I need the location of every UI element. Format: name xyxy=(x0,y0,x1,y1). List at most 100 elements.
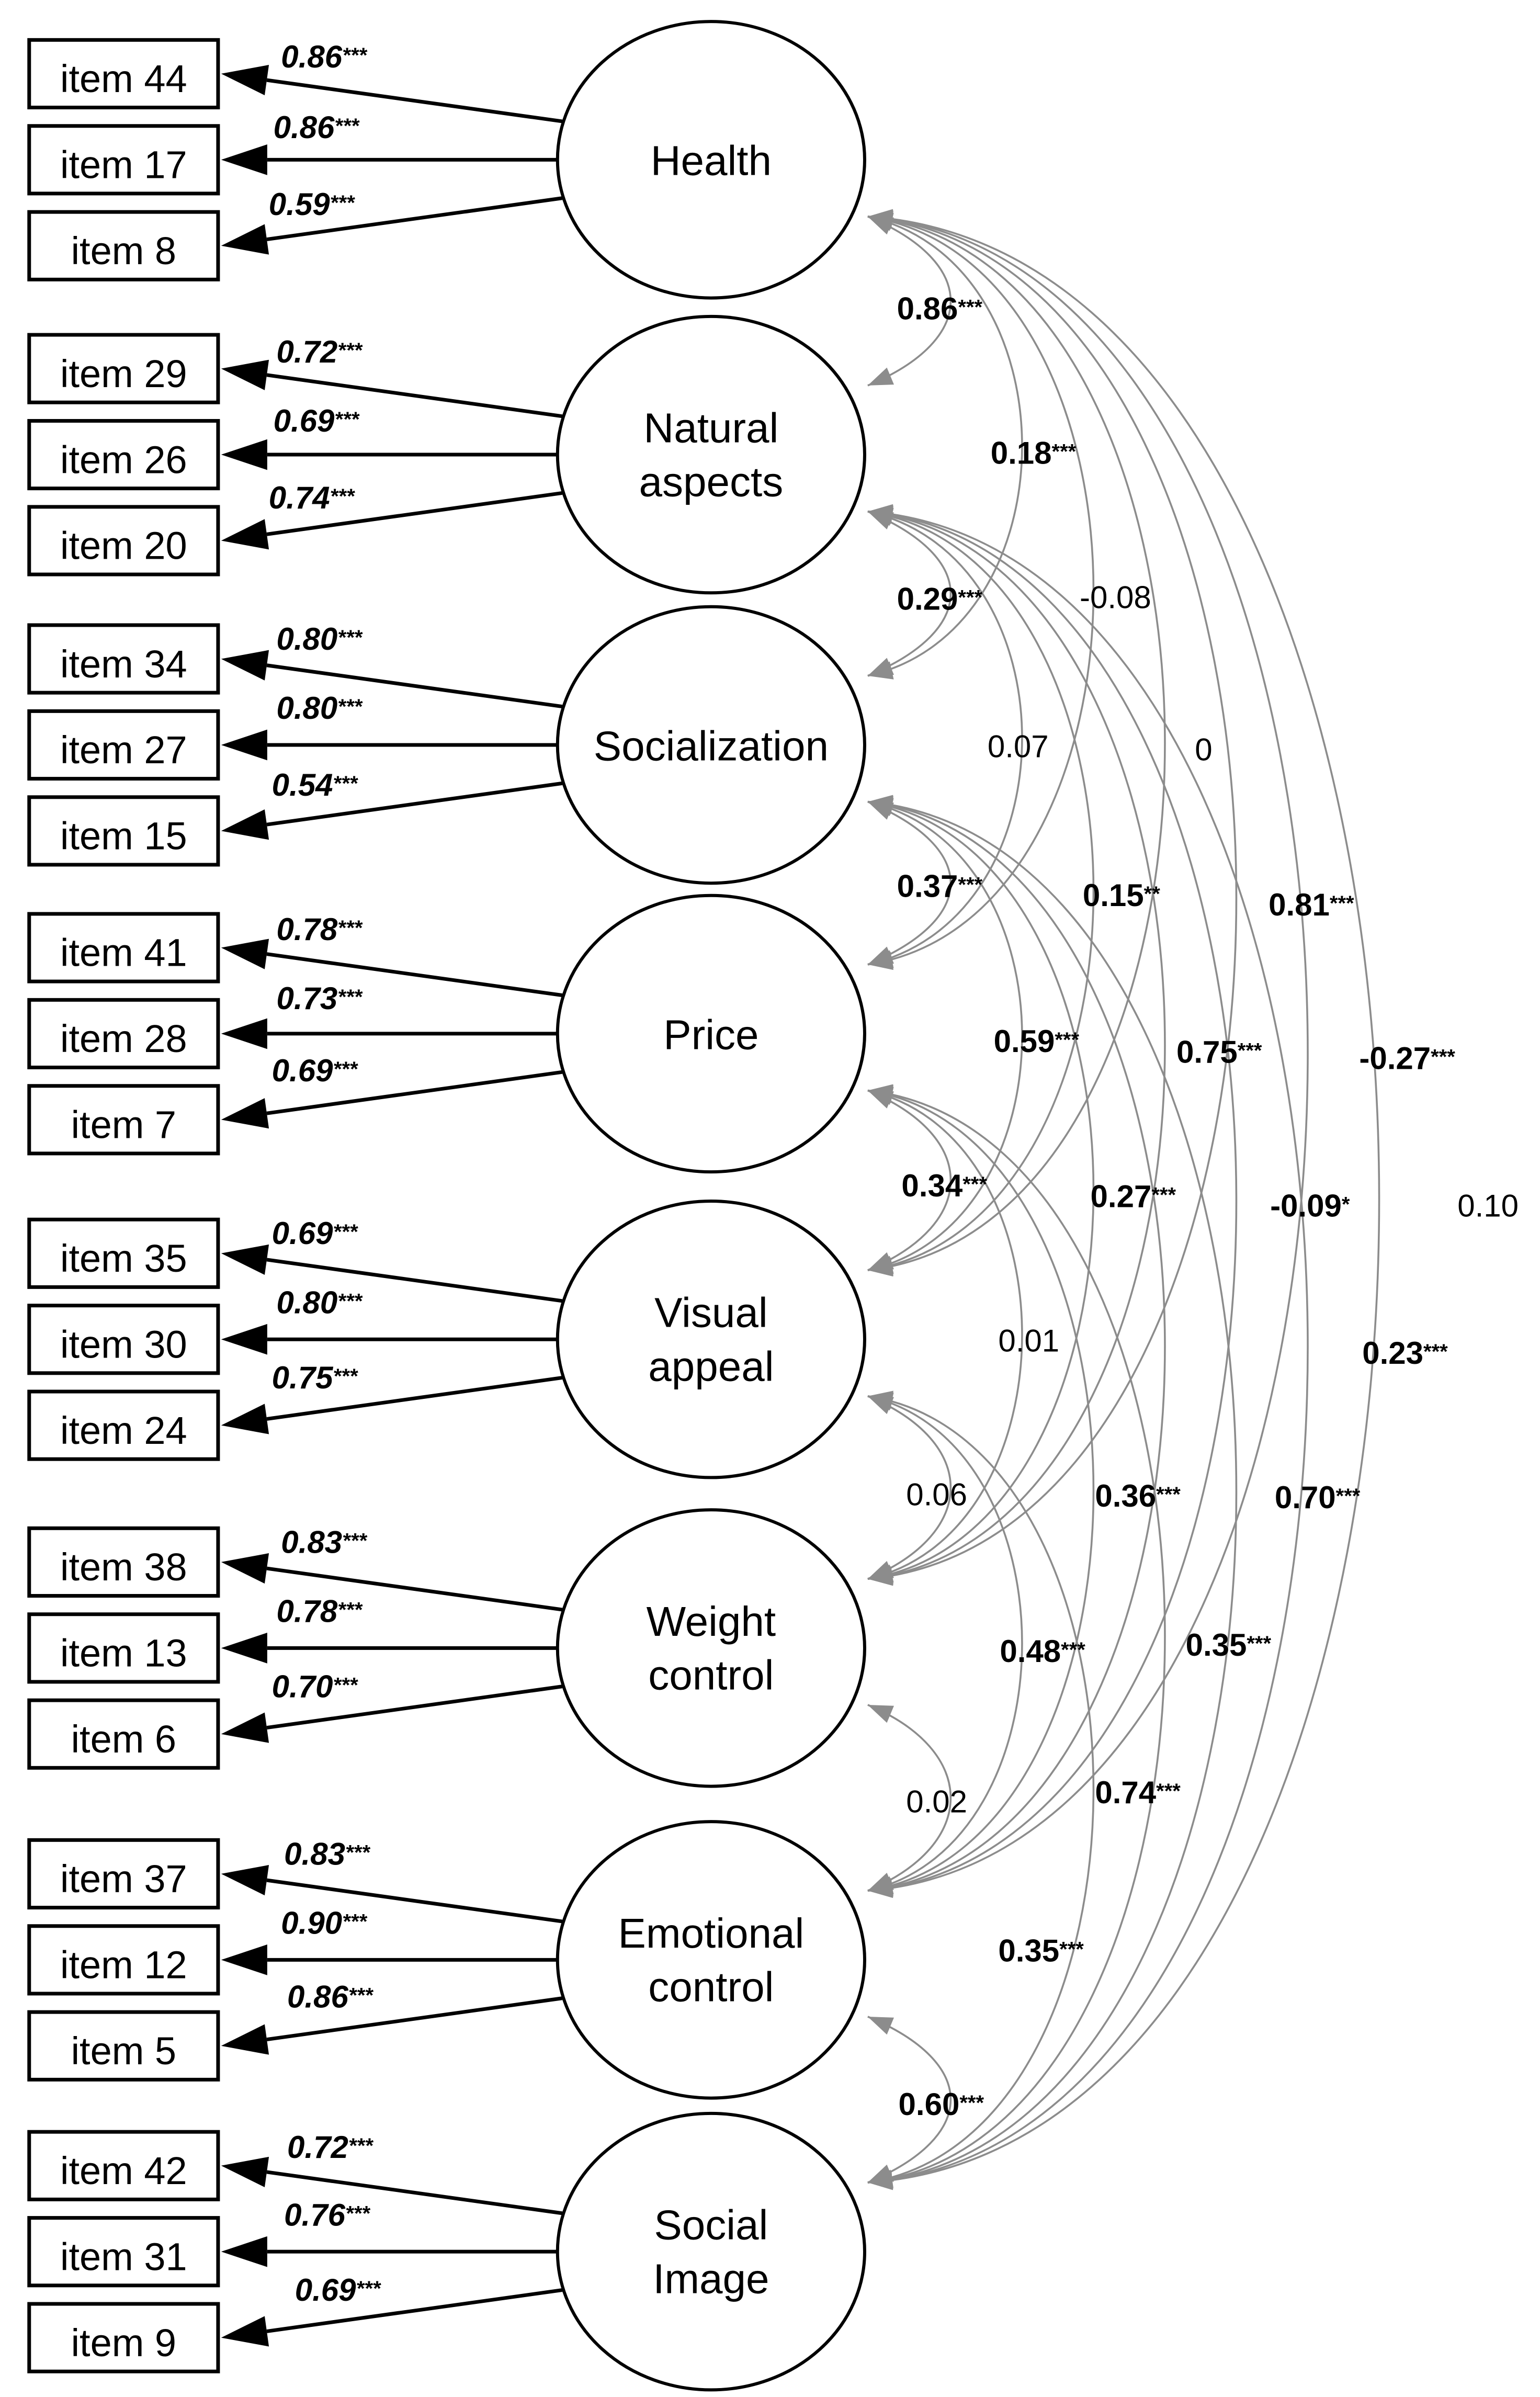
item-box-natural-3 xyxy=(27,505,220,576)
loading-label-social-2: 0.80*** xyxy=(276,691,363,726)
significance-stars: *** xyxy=(337,339,363,362)
significance-stars: *** xyxy=(342,1529,368,1552)
covariance-value: 0.15 xyxy=(1083,878,1144,913)
item-label-weight-2: item 13 xyxy=(60,1632,187,1675)
factor-label-visual-line-2: appeal xyxy=(648,1343,774,1389)
loading-label-health-3: 0.59*** xyxy=(269,187,356,222)
item-box-natural-1 xyxy=(27,333,220,404)
covariance-value: -0.09 xyxy=(1270,1188,1342,1223)
covariance-value: 0.74 xyxy=(1095,1775,1156,1810)
loading-arrowhead-price-2 xyxy=(221,1018,267,1049)
factor-label-natural-line-1: Natural xyxy=(643,405,778,451)
loading-arrowhead-social-2 xyxy=(221,729,267,761)
covariance-curve-1-7 xyxy=(867,510,1309,2184)
significance-stars: ** xyxy=(1144,883,1161,906)
loading-label-social-1: 0.80*** xyxy=(276,621,363,657)
factor-label-image-line-2: Image xyxy=(653,2255,769,2302)
covariance-value: 0.07 xyxy=(988,729,1049,764)
significance-stars: *** xyxy=(1431,1045,1455,1068)
loading-path-price-1 xyxy=(266,952,563,997)
significance-stars: * xyxy=(1342,1193,1350,1216)
loading-path-natural-3 xyxy=(266,491,563,536)
covariance-label-0-7: 0.10 xyxy=(1457,1188,1519,1223)
loading-label-price-2: 0.73*** xyxy=(276,981,363,1016)
significance-stars: *** xyxy=(1247,1632,1271,1655)
factor-ellipse-image xyxy=(556,2111,866,2392)
covariance-arrowhead-4-5-end xyxy=(867,1561,894,1579)
loading-label-visual-3: 0.75*** xyxy=(272,1360,359,1395)
item-box-weight-2 xyxy=(27,1612,220,1684)
covariance-arrowhead-5-6-end xyxy=(867,1872,894,1891)
loading-value: 0.69 xyxy=(272,1216,333,1251)
covariance-curve-0-3 xyxy=(867,216,1095,966)
factor-label-visual-line-1: Visual xyxy=(654,1290,767,1336)
significance-stars: *** xyxy=(1151,1184,1176,1207)
item-box-visual-3 xyxy=(27,1389,220,1461)
covariance-curve-3-4 xyxy=(867,1089,952,1271)
covariance-curve-0-1 xyxy=(867,216,952,387)
loading-value: 0.69 xyxy=(295,2272,356,2308)
covariance-curve-4-7 xyxy=(867,1395,1095,2184)
loading-label-image-3: 0.69*** xyxy=(295,2272,382,2308)
covariance-label-2-5: 0.27*** xyxy=(1091,1179,1176,1214)
covariance-value: 0.01 xyxy=(998,1324,1059,1359)
covariance-value: -0.27 xyxy=(1359,1041,1431,1076)
item-box-price-3 xyxy=(27,1084,220,1156)
covariance-value: 0.18 xyxy=(991,436,1052,471)
significance-stars: *** xyxy=(330,485,356,508)
loading-label-emotional-2: 0.90*** xyxy=(281,1905,368,1940)
covariance-curve-2-5 xyxy=(867,800,1095,1580)
covariance-label-5-6: 0.02 xyxy=(906,1784,967,1819)
item-box-emotional-3 xyxy=(27,2010,220,2082)
covariance-label-0-6: -0.27*** xyxy=(1359,1041,1455,1076)
factor-label-social-line-1: Socialization xyxy=(594,722,829,769)
item-box-health-3 xyxy=(27,210,220,281)
item-box-natural-2 xyxy=(27,419,220,491)
loading-arrowhead-visual-1 xyxy=(221,1244,269,1275)
loading-path-weight-1 xyxy=(266,1566,563,1612)
item-label-emotional-2: item 12 xyxy=(60,1943,187,1987)
covariance-curve-3-7 xyxy=(867,1089,1166,2184)
covariance-curve-0-6 xyxy=(867,216,1309,1892)
significance-stars: *** xyxy=(333,772,358,795)
covariance-value: 0.34 xyxy=(901,1168,962,1203)
significance-stars: *** xyxy=(337,1290,363,1313)
factor-ellipse-weight xyxy=(556,1508,866,1788)
covariance-value: 0.06 xyxy=(906,1477,967,1512)
loading-value: 0.75 xyxy=(272,1360,334,1395)
item-box-weight-1 xyxy=(27,1526,220,1598)
covariance-label-1-4: 0.15** xyxy=(1083,878,1160,913)
factor-label-price-line-1: Price xyxy=(663,1011,758,1058)
loading-value: 0.90 xyxy=(281,1905,342,1940)
covariance-curve-1-6 xyxy=(867,510,1238,1892)
covariance-label-3-7: 0.74*** xyxy=(1095,1775,1181,1810)
loading-label-weight-1: 0.83*** xyxy=(281,1524,368,1559)
node-layer xyxy=(27,20,866,2392)
loading-value: 0.83 xyxy=(281,1524,342,1559)
loading-path-emotional-1 xyxy=(266,1878,563,1924)
significance-stars: *** xyxy=(337,695,363,718)
covariance-curve-1-5 xyxy=(867,510,1166,1580)
item-box-weight-3 xyxy=(27,1698,220,1770)
significance-stars: *** xyxy=(962,1173,987,1196)
loading-label-natural-2: 0.69*** xyxy=(274,403,360,438)
covariance-label-1-2: 0.29*** xyxy=(897,582,983,617)
loading-arrowhead-weight-3 xyxy=(221,1712,269,1743)
factor-label-image-line-1: Social xyxy=(654,2202,768,2248)
significance-stars: *** xyxy=(337,986,363,1009)
loading-value: 0.78 xyxy=(276,912,337,947)
item-label-health-2: item 17 xyxy=(60,143,187,187)
loading-value: 0.72 xyxy=(287,2130,348,2165)
covariance-label-4-7: 0.35*** xyxy=(998,1933,1084,1968)
item-label-image-1: item 42 xyxy=(60,2149,187,2192)
label-layer: 0.86***0.18***-0.0800.81***-0.27***0.100… xyxy=(60,39,1519,2365)
covariance-curve-4-6 xyxy=(867,1395,1023,1892)
significance-stars: *** xyxy=(958,874,982,897)
loading-path-visual-3 xyxy=(266,1376,563,1421)
loading-arrowhead-price-1 xyxy=(221,939,269,969)
loading-value: 0.80 xyxy=(276,1285,337,1320)
covariance-curve-4-5 xyxy=(867,1395,952,1580)
item-box-emotional-1 xyxy=(27,1838,220,1910)
covariance-curve-5-6 xyxy=(867,1704,952,1892)
item-box-image-2 xyxy=(27,2216,220,2288)
